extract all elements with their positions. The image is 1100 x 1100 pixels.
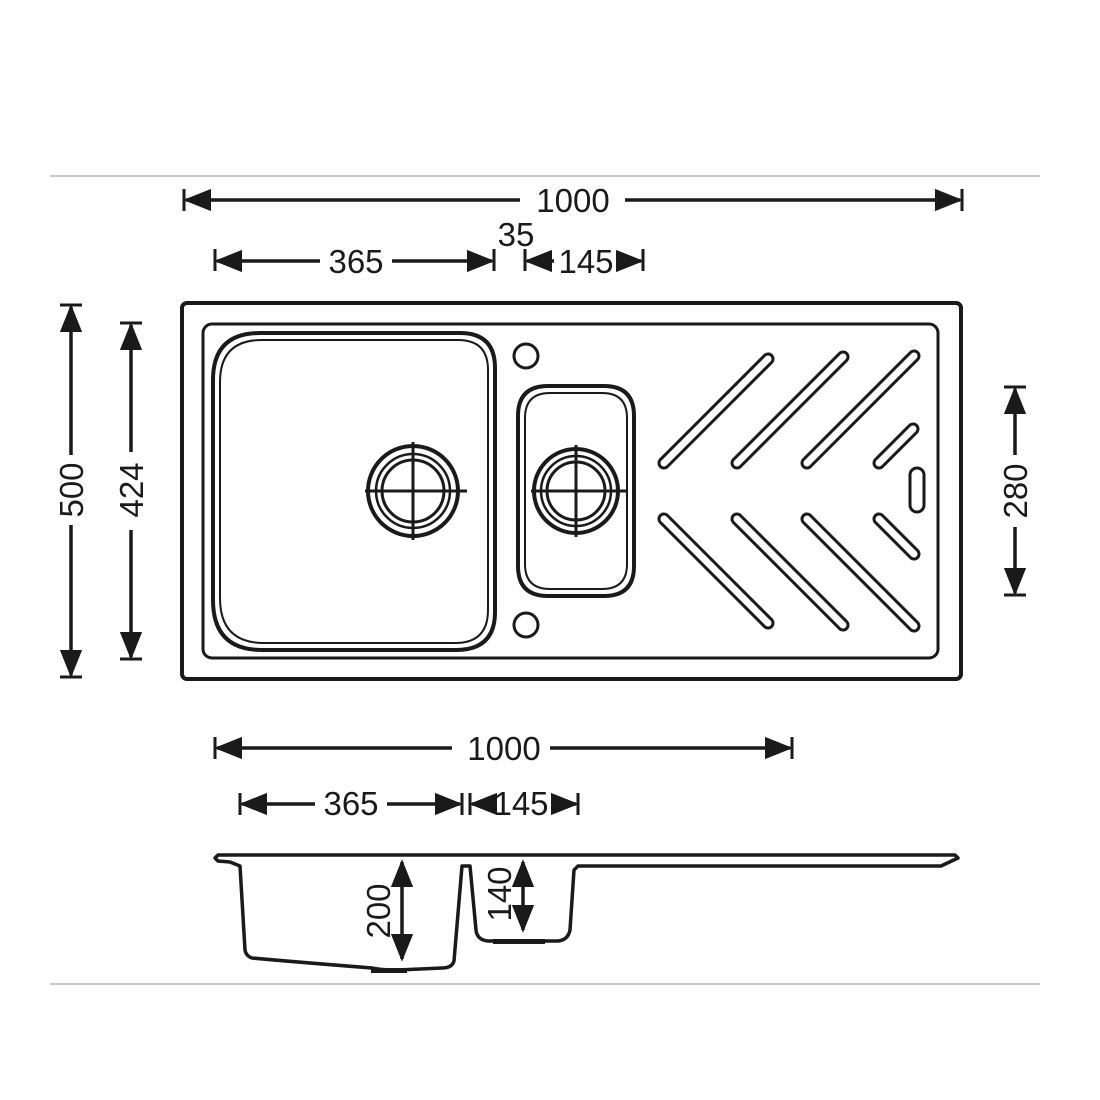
overall-depth-dimension: 500 — [53, 303, 90, 679]
sink-section-view — [213, 853, 960, 973]
main-bowl-depth-label: 200 — [360, 883, 397, 938]
half-bowl-depth-dimension: 140 — [481, 859, 535, 933]
main-bowl-depth-dimension: 200 — [360, 859, 414, 962]
sink-section-profile — [213, 853, 960, 972]
overall-depth-label: 500 — [53, 462, 90, 517]
drainer-grooves — [657, 349, 921, 633]
section-overall-width-label: 1000 — [467, 730, 540, 767]
half-bowl-depth-label: 140 — [481, 866, 518, 921]
half-bowl-waste-outlet — [493, 939, 545, 944]
overflow-hole-icon — [512, 611, 540, 639]
main-bowl — [211, 331, 497, 652]
half-bowl-waste-icon — [531, 445, 628, 537]
sink-outer-rim — [180, 301, 963, 681]
half-bowl-width-dimension: 145 — [523, 243, 645, 280]
main-bowl-waste-icon — [365, 442, 467, 540]
half-bowl — [516, 384, 636, 598]
inner-depth-label: 424 — [113, 462, 150, 517]
overflow-slot-icon — [908, 466, 926, 514]
section-main-bowl-width-dimension: 365 — [238, 785, 464, 822]
section-overall-width-dimension: 1000 — [213, 730, 794, 767]
sink-plan-view — [180, 301, 963, 681]
main-bowl-width-label: 365 — [328, 243, 383, 280]
overall-width-label: 1000 — [536, 182, 609, 219]
main-bowl-width-dimension: 365 — [213, 243, 496, 280]
tap-hole-icon — [512, 342, 540, 370]
bowl-gap-label: 35 — [498, 216, 535, 253]
overall-width-dimension: 1000 — [182, 182, 964, 219]
drainer-height-label: 280 — [997, 463, 1034, 518]
section-main-bowl-width-label: 365 — [323, 785, 378, 822]
section-half-bowl-width-label: 145 — [493, 785, 548, 822]
main-bowl-waste-outlet — [371, 968, 407, 973]
half-bowl-width-label: 145 — [558, 243, 613, 280]
section-half-bowl-width-dimension: 145 — [468, 785, 580, 822]
sink-inner-rim — [201, 322, 940, 660]
inner-depth-dimension: 424 — [113, 321, 150, 661]
drainer-height-dimension: 280 — [997, 385, 1034, 597]
